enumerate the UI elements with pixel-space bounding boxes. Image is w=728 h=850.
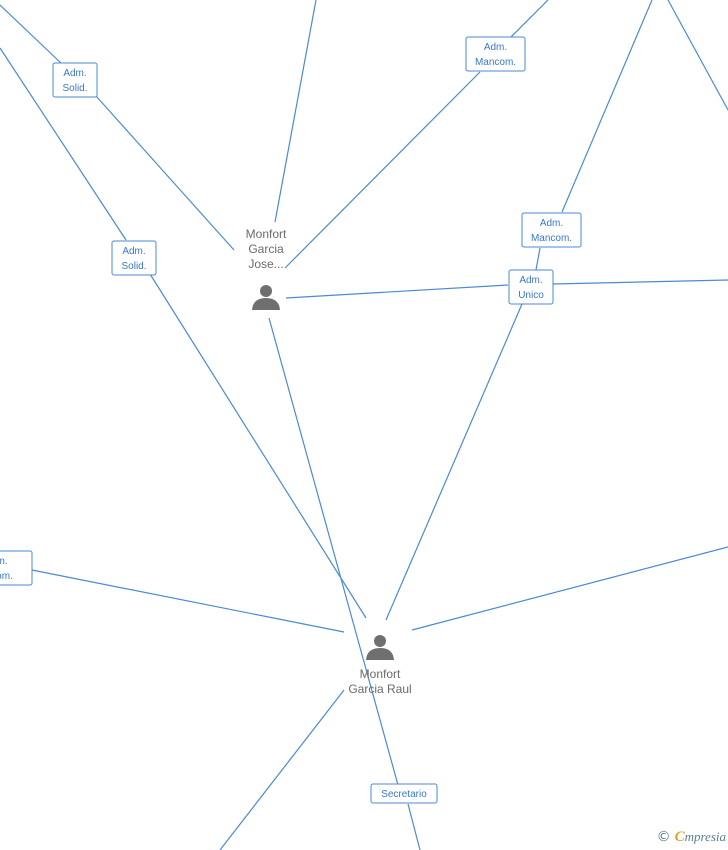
edge-line-17 xyxy=(219,689,345,850)
person-name: Monfort xyxy=(360,667,401,681)
brand-logo-text: mpresia xyxy=(684,829,726,844)
relation-text: Adm. xyxy=(519,275,542,286)
edge-line-16 xyxy=(407,803,421,850)
relation-label-mancom-top[interactable]: Adm. Mancom. xyxy=(465,36,526,72)
edge-line-4 xyxy=(274,0,317,223)
edge-line-15 xyxy=(268,317,399,786)
relation-label-mancom-left[interactable]: m. com. xyxy=(0,550,33,586)
relation-box xyxy=(370,783,438,804)
edge-line-6 xyxy=(284,71,481,269)
relation-box xyxy=(521,212,582,248)
relation-text: Adm. xyxy=(63,68,86,79)
relation-label-solid-top[interactable]: Adm. Solid. xyxy=(52,62,98,98)
relation-text: Secretario xyxy=(381,789,427,800)
edge-line-12 xyxy=(385,303,523,621)
person-name: Monfort xyxy=(246,227,287,241)
edge-line-10 xyxy=(285,284,509,299)
copyright-icon: © xyxy=(656,829,671,845)
relation-text: m. xyxy=(0,556,8,567)
relation-text: com. xyxy=(0,571,13,582)
brand-logo-letter: C xyxy=(674,829,685,845)
relation-text: Adm. xyxy=(484,42,507,53)
person-name: Garcia xyxy=(248,242,284,256)
relation-box xyxy=(52,62,98,98)
relation-text: Solid. xyxy=(121,261,146,272)
person-name: Jose... xyxy=(248,257,283,271)
relation-box xyxy=(0,550,33,586)
relation-label-solid-mid[interactable]: Adm. Solid. xyxy=(111,240,157,276)
edge-line-14 xyxy=(31,569,345,633)
edge-line-3 xyxy=(149,273,367,619)
relation-labels: Adm. Solid. Adm. Mancom. Adm. Solid. Adm. Manco… xyxy=(0,36,582,804)
relation-box xyxy=(465,36,526,72)
edge-line-2 xyxy=(0,47,127,241)
relation-label-mancom-right[interactable]: Adm. Mancom. xyxy=(521,212,582,248)
person-node-jose[interactable]: MonfortGarciaJose... xyxy=(246,227,287,310)
empresia-watermark: ©Cmpresia xyxy=(657,829,726,846)
relation-text: Solid. xyxy=(62,83,87,94)
edge-line-13 xyxy=(411,546,728,631)
relation-box xyxy=(508,269,554,305)
edge-line-8 xyxy=(667,0,728,111)
edge-line-1 xyxy=(95,95,235,251)
person-icon xyxy=(252,285,280,310)
edge-line-7 xyxy=(561,0,653,213)
edge-line-0 xyxy=(0,4,63,65)
relation-box xyxy=(111,240,157,276)
relation-text: Adm. xyxy=(540,218,563,229)
edge-line-9 xyxy=(535,247,541,271)
relation-text: Mancom. xyxy=(475,57,516,68)
relation-label-unico[interactable]: Adm. Unico xyxy=(508,269,554,305)
relation-text: Mancom. xyxy=(531,233,572,244)
relation-text: Unico xyxy=(518,290,544,301)
relation-text: Adm. xyxy=(122,246,145,257)
edge-line-11 xyxy=(552,279,728,285)
person-icon xyxy=(366,635,394,660)
person-name: Garcia Raul xyxy=(348,682,411,696)
relation-label-secretario[interactable]: Secretario xyxy=(370,783,438,804)
